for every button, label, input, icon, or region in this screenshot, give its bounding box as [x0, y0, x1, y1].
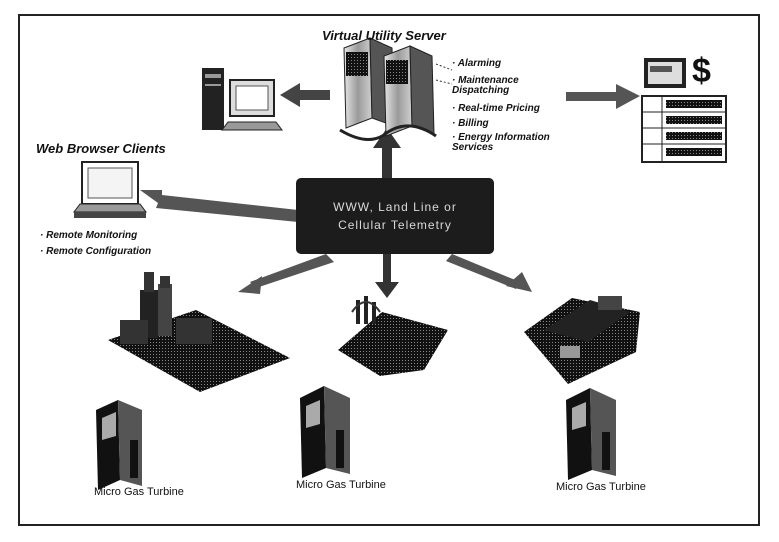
micro-gas-turbine-unit-2	[300, 386, 350, 478]
billing-dashboard-icon	[642, 58, 726, 162]
turbine-label-3: Micro Gas Turbine	[556, 481, 646, 493]
client-remote-configuration: Remote Configuration	[46, 246, 151, 257]
micro-gas-turbine-unit-1	[96, 400, 142, 490]
server-title: Virtual Utility Server	[322, 28, 446, 43]
service-alarming: Alarming	[458, 58, 501, 69]
web-browser-client-icon	[74, 162, 146, 218]
service-bullet-2: · Maintenance Dispatching	[452, 76, 519, 96]
hub-label-line1: WWW, Land Line or	[333, 198, 457, 216]
residential-building-icon	[524, 296, 640, 384]
workstation-icon	[202, 68, 282, 130]
service-bullet-3: · Real-time Pricing	[452, 104, 540, 114]
clients-title: Web Browser Clients	[36, 141, 166, 156]
client-item-1: · Remote Monitoring	[40, 230, 137, 241]
arrow-hub-to-clients	[140, 190, 298, 222]
micro-gas-turbine-unit-3	[566, 388, 616, 480]
turbine-label-1: Micro Gas Turbine	[94, 486, 184, 498]
industrial-plant-icon	[108, 272, 290, 392]
client-remote-monitoring: Remote Monitoring	[46, 230, 137, 241]
arrow-hub-to-right-turbine	[446, 254, 532, 292]
virtual-utility-server-graphic	[340, 38, 452, 140]
arrow-hub-to-center-turbine	[375, 254, 399, 298]
arrow-server-to-workstation	[280, 83, 330, 107]
arrow-server-to-billing	[566, 84, 640, 109]
service-pricing: Real-time Pricing	[458, 103, 540, 114]
rural-site-icon	[338, 296, 448, 376]
service-maintenance: Maintenance Dispatching	[452, 75, 519, 96]
turbine-label-2: Micro Gas Turbine	[296, 479, 386, 491]
arrow-hub-to-left-turbine	[238, 254, 334, 294]
dollar-sign-icon: $	[692, 52, 711, 91]
service-bullet-5: · Energy Information Services	[452, 133, 550, 153]
communication-hub-box: WWW, Land Line or Cellular Telemetry	[296, 178, 494, 254]
service-bullet-4: · Billing	[452, 119, 489, 129]
service-billing: Billing	[458, 118, 489, 129]
client-item-2: · Remote Configuration	[40, 246, 151, 257]
service-energy-info: Energy Information Services	[452, 132, 550, 153]
service-bullet-1: · Alarming	[452, 59, 501, 69]
hub-label-line2: Cellular Telemetry	[338, 216, 452, 234]
